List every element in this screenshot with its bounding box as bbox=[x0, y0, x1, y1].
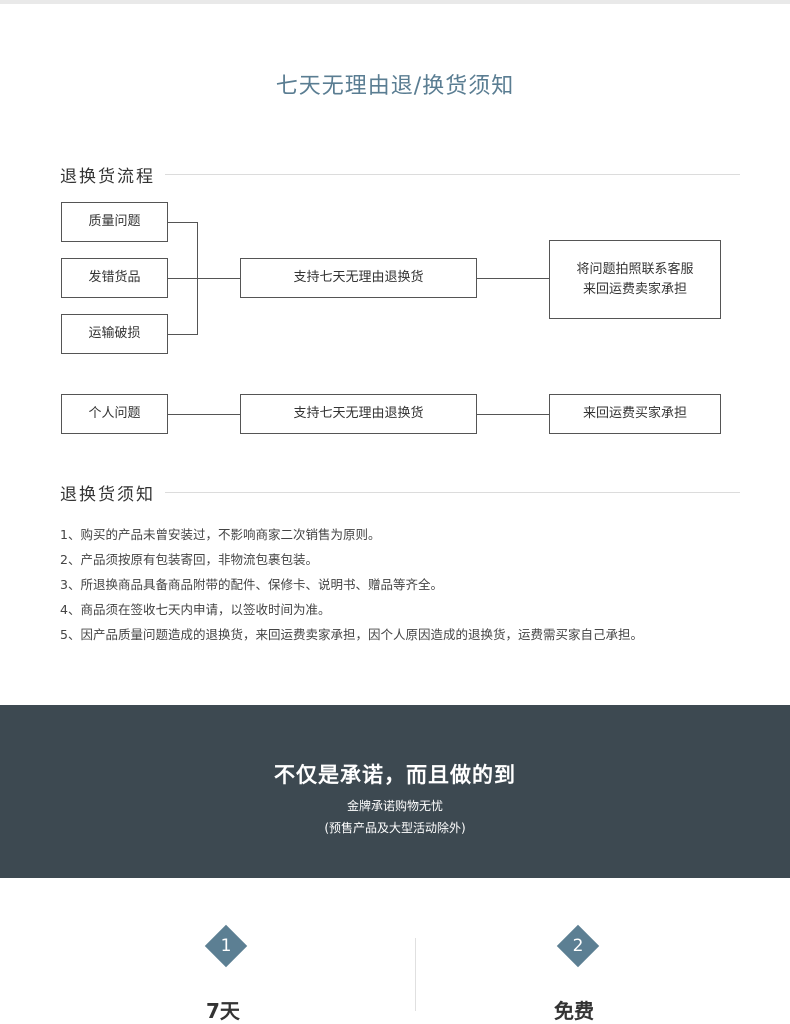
list-item: 5、因产品质量问题造成的退换货，来回运费卖家承担，因个人原因造成的退换货，运费需… bbox=[60, 627, 643, 642]
connector-wrong-item bbox=[168, 278, 197, 279]
connector-personal bbox=[168, 414, 241, 415]
list-item: 1、购买的产品未曾安装过，不影响商家二次销售为原则。 bbox=[60, 527, 381, 542]
support-box: 支持七天无理由退换货 bbox=[240, 258, 477, 298]
list-item: 4、商品须在签收七天内申请，以签收时间为准。 bbox=[60, 602, 331, 617]
promise-subtitle: 金牌承诺购物无忧 bbox=[346, 799, 443, 813]
personal-label: 个人问题 bbox=[88, 406, 141, 421]
feature-1-label: 7天 bbox=[206, 999, 240, 1023]
personal-result-box: 来回运费买家承担 bbox=[549, 394, 721, 434]
connector-personal-result bbox=[477, 414, 550, 415]
personal-result-label: 来回运费买家承担 bbox=[582, 406, 687, 421]
notes-list: 1、购买的产品未曾安装过，不影响商家二次销售为原则。 2、产品须按原有包装寄回，… bbox=[60, 522, 643, 647]
reason-wrong-item-box: 发错货品 bbox=[61, 258, 168, 298]
personal-support-box: 支持七天无理由退换货 bbox=[240, 394, 477, 434]
feature-divider bbox=[415, 938, 416, 1011]
feature-2-label: 免费 bbox=[554, 999, 594, 1023]
reason-damage-box: 运输破损 bbox=[61, 314, 168, 354]
connector-to-support bbox=[197, 278, 241, 279]
promise-band: 不仅是承诺，而且做的到 金牌承诺购物无忧 (预售产品及大型活动除外) bbox=[0, 705, 790, 878]
notes-heading-rule bbox=[165, 492, 740, 493]
notes-heading: 退换货须知 bbox=[60, 485, 155, 505]
process-heading-rule bbox=[165, 174, 740, 175]
reason-quality-box: 质量问题 bbox=[61, 202, 168, 242]
connector-to-result bbox=[477, 278, 550, 279]
support-label: 支持七天无理由退换货 bbox=[293, 270, 424, 285]
top-divider bbox=[0, 0, 790, 4]
result-line-1: 将问题拍照联系客服 bbox=[576, 261, 694, 277]
personal-support-label: 支持七天无理由退换货 bbox=[293, 406, 424, 421]
promise-title: 不仅是承诺，而且做的到 bbox=[274, 763, 516, 787]
result-line-2: 来回运费卖家承担 bbox=[582, 281, 687, 297]
list-item: 2、产品须按原有包装寄回，非物流包裹包装。 bbox=[60, 552, 318, 567]
personal-box: 个人问题 bbox=[61, 394, 168, 434]
result-box: 将问题拍照联系客服 来回运费卖家承担 bbox=[549, 240, 721, 319]
page-title: 七天无理由退/换货须知 bbox=[275, 74, 515, 99]
feature-2-number: 2 bbox=[572, 936, 584, 956]
reason-damage-label: 运输破损 bbox=[88, 326, 141, 341]
reason-quality-label: 质量问题 bbox=[88, 214, 141, 229]
feature-1-number: 1 bbox=[220, 936, 232, 956]
connector-quality bbox=[168, 222, 197, 223]
promise-note: (预售产品及大型活动除外) bbox=[324, 821, 466, 835]
process-heading: 退换货流程 bbox=[60, 167, 155, 187]
connector-damage bbox=[168, 334, 197, 335]
reason-wrong-item-label: 发错货品 bbox=[88, 270, 141, 285]
list-item: 3、所退换商品具备商品附带的配件、保修卡、说明书、赠品等齐全。 bbox=[60, 577, 443, 592]
